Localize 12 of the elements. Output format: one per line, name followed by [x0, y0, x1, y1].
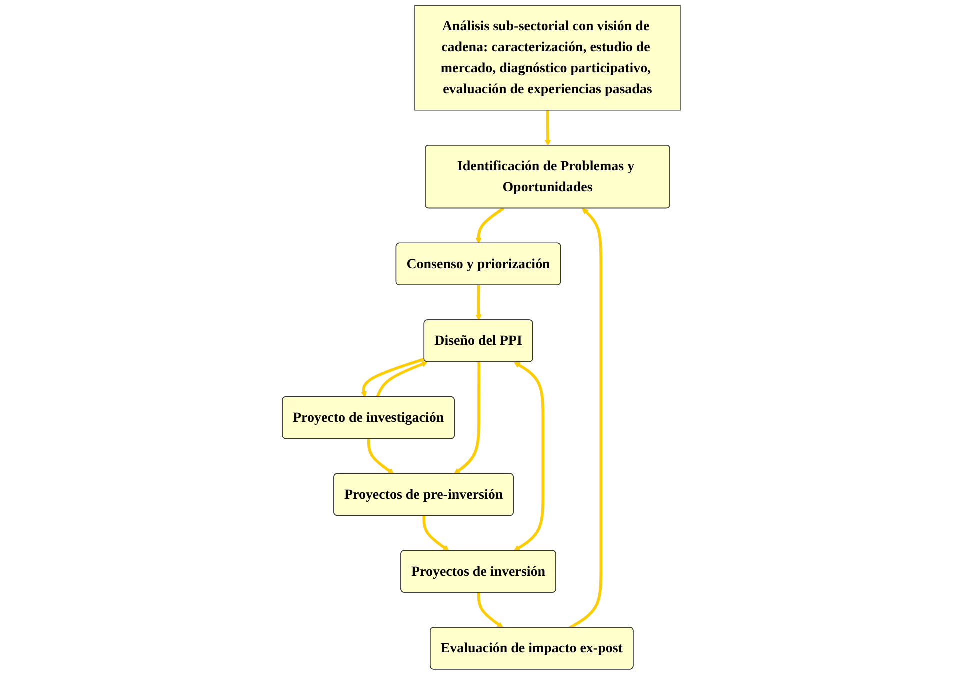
arrow: [477, 592, 504, 628]
arrow: [514, 362, 545, 552]
arrow: [360, 358, 425, 398]
arrow: [376, 361, 428, 398]
arrow: [476, 207, 504, 244]
arrow: [454, 362, 481, 474]
arrow: [544, 110, 552, 146]
arrow: [476, 285, 482, 321]
node-box: Análisis sub-sectorial con visión de cadena: caracterización, estudio de mercado, diagnóstico participativo, evaluación de experiencias pasadas: [414, 5, 681, 111]
arrow: [367, 439, 394, 474]
arrow: [569, 208, 603, 630]
arrow: [422, 516, 450, 552]
